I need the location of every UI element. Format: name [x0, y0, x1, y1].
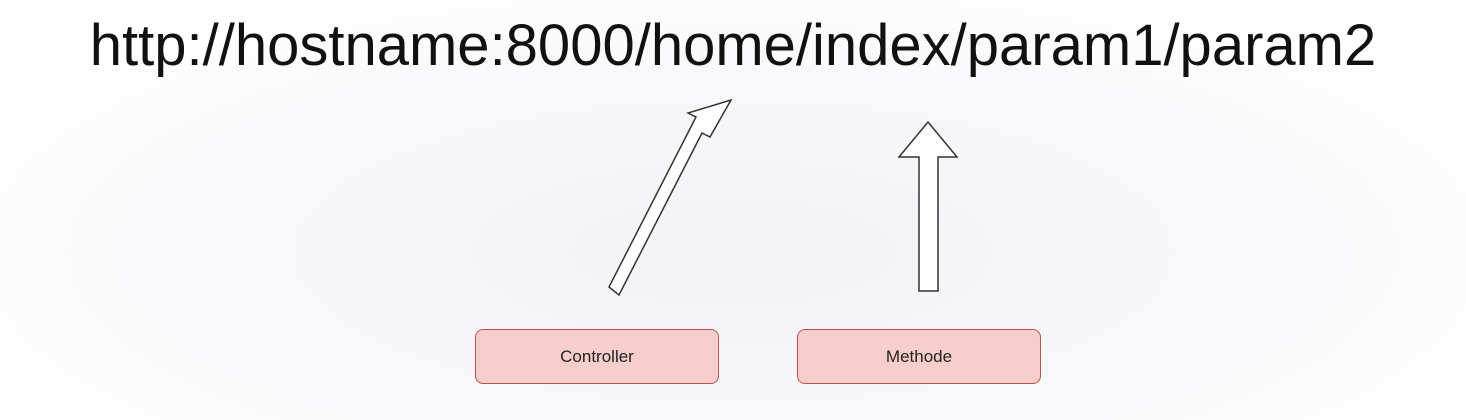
- url-label: http://hostname:8000/home/index/param1/p…: [89, 13, 1377, 78]
- method-label: Methode: [885, 346, 953, 366]
- controller-box: Controller: [475, 329, 719, 384]
- method-box: Methode: [797, 329, 1041, 384]
- controller-label: Controller: [560, 346, 634, 366]
- method-arrow: [897, 120, 959, 292]
- controller-arrow: [608, 98, 733, 297]
